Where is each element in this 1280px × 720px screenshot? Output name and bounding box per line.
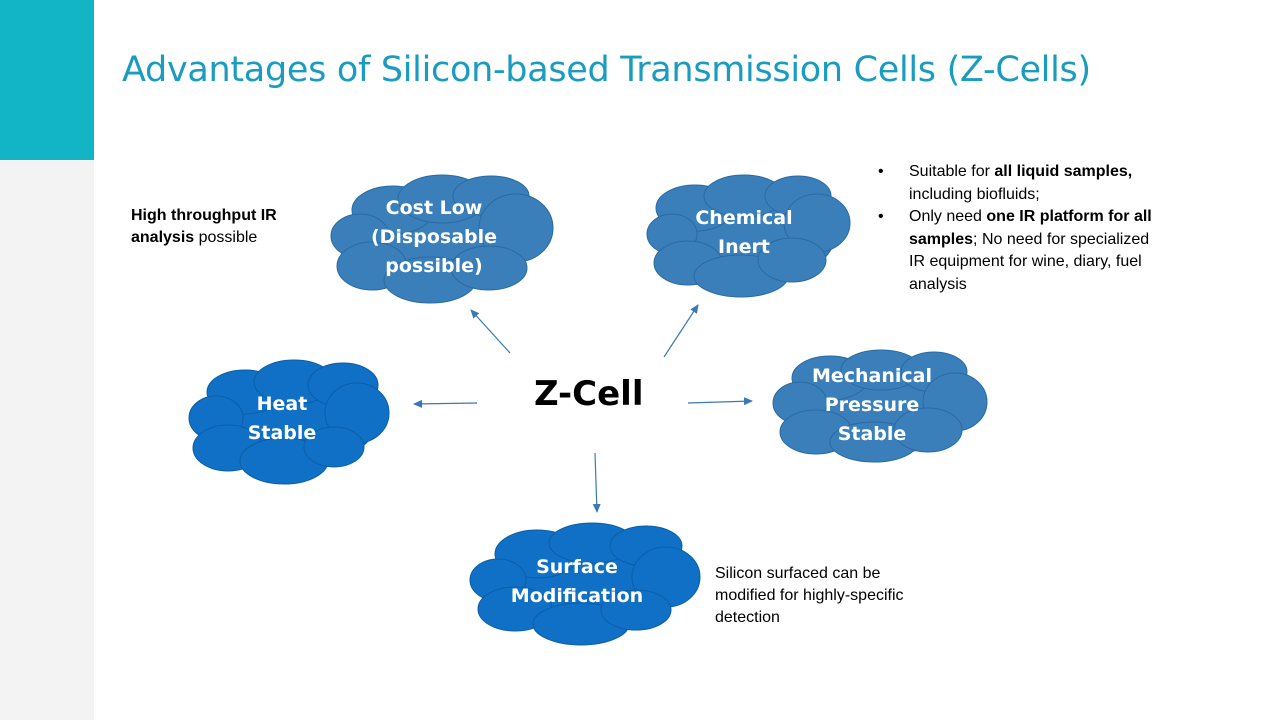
cloud-label-chemical-line-2: Inert (718, 236, 770, 258)
bullet-item-2: • Only need one IR platform for all samp… (876, 206, 1166, 296)
cloud-label-cost-line-3: possible) (385, 255, 483, 277)
note-throughput-bold: High throughput IR analysis (131, 207, 277, 246)
bullet-1-rest: including biofluids; (909, 185, 1040, 203)
arrow-cost (470, 309, 511, 354)
slide-title: Advantages of Silicon-based Transmission… (122, 50, 1091, 90)
center-label: Z-Cell (534, 374, 644, 414)
cloud-label-cost: Cost Low (Disposable possible) (352, 194, 516, 281)
cloud-label-chemical-line-1: Chemical (695, 207, 793, 229)
bullet-item-1: • Suitable for all liquid samples, inclu… (876, 161, 1166, 206)
cloud-label-surface: Surface Modification (497, 553, 657, 611)
bullet-2-text: Only need (909, 208, 987, 225)
accent-block (0, 0, 94, 160)
cloud-label-surface-line-1: Surface (536, 556, 618, 578)
cloud-chemical-inert (646, 174, 851, 298)
cloud-label-cost-line-1: Cost Low (385, 197, 483, 219)
bullet-dot: • (878, 208, 884, 225)
cloud-mechanical-stable (772, 349, 988, 463)
note-throughput-rest: possible (194, 229, 258, 246)
cloud-surface-modification (469, 522, 701, 646)
arrow-heat (413, 399, 478, 408)
bullet-2-bold: one IR platform for all samples (909, 208, 1152, 248)
cloud-label-cost-line-2: (Disposable (370, 226, 498, 248)
cloud-label-mechanical-line-2: Pressure (824, 394, 920, 416)
bullet-dot: • (878, 163, 884, 180)
cloud-label-mechanical-line-3: Stable (837, 423, 907, 445)
bullet-1-text: Suitable for (909, 163, 995, 180)
note-surface: Silicon surfaced can be modified for hig… (715, 565, 904, 626)
arrow-mechanical (687, 397, 753, 406)
cloud-label-mechanical-line-1: Mechanical (811, 365, 933, 387)
bullet-2-rest: ; No need for specialized IR equipment f… (909, 230, 1150, 293)
note-throughput: High throughput IR analysis possible (131, 205, 321, 249)
arrow-surface (592, 452, 601, 513)
cloud-label-heat: Heat Stable (212, 390, 352, 448)
cloud-label-chemical: Chemical Inert (664, 204, 824, 262)
bullet-list: • Suitable for all liquid samples, inclu… (876, 161, 1166, 296)
arrow-chemical (663, 304, 699, 358)
cloud-label-heat-line-1: Heat (256, 393, 308, 415)
cloud-cost-low (330, 174, 554, 304)
cloud-label-heat-line-2: Stable (247, 422, 317, 444)
cloud-label-surface-line-2: Modification (510, 585, 644, 607)
cloud-heat-stable (188, 359, 390, 485)
cloud-label-mechanical: Mechanical Pressure Stable (792, 362, 952, 449)
bullet-1-bold: all liquid samples, (994, 163, 1133, 180)
